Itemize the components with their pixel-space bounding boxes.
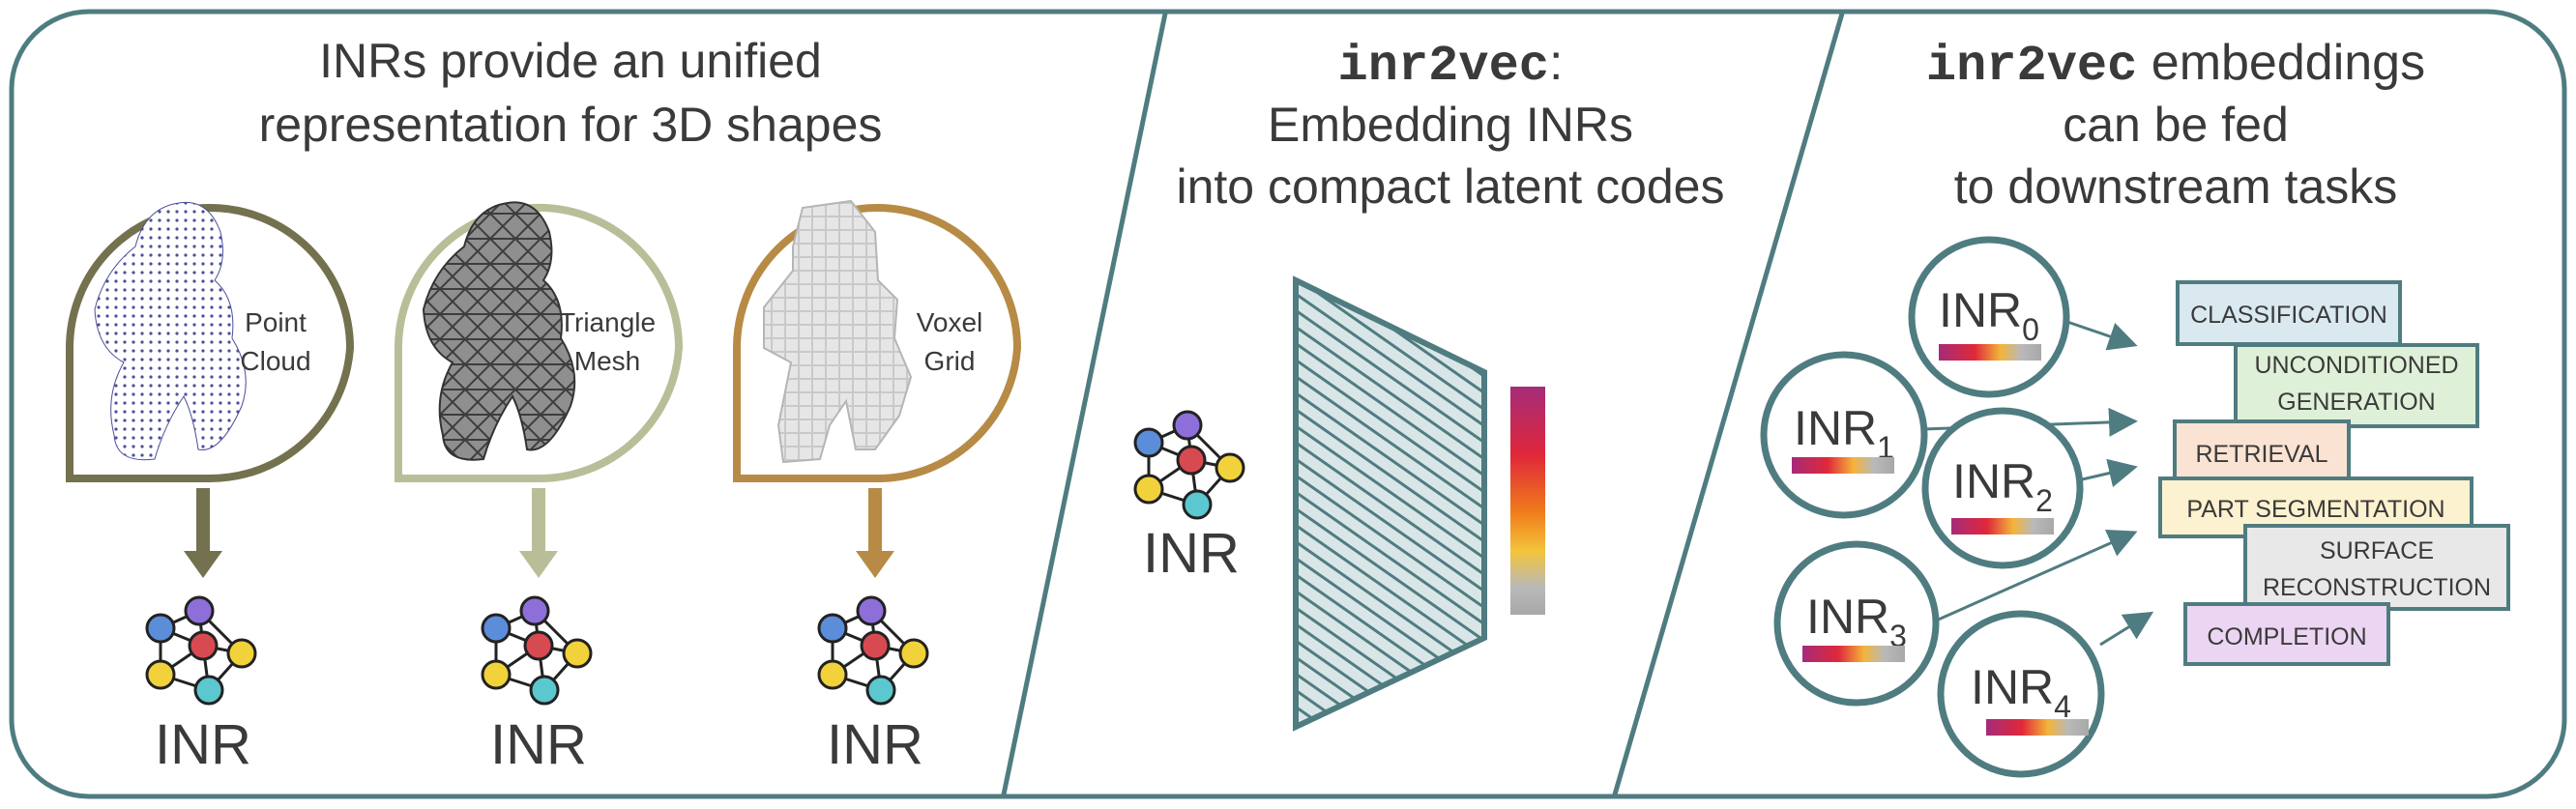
inr-3-code-bar: [1802, 646, 1905, 662]
task-classification: CLASSIFICATION: [2176, 280, 2402, 346]
inr-embedding-0: INR0: [1908, 236, 2070, 398]
inr-network-icon: [1133, 410, 1245, 520]
inr-3-label: INR3: [1806, 590, 1907, 653]
inr-label-voxel-grid: INR: [827, 713, 923, 776]
panel2-title-line1: inr2vec:: [1338, 35, 1564, 95]
panel3-title-rest: embeddings: [2137, 35, 2425, 91]
task-unconditioned-label-line2: GENERATION: [2277, 389, 2435, 416]
task-surface-label-line2: RECONSTRUCTION: [2263, 574, 2491, 601]
panel2-inr-label: INR: [1143, 522, 1240, 585]
voxel-grid-shape-icon: [763, 199, 913, 464]
point-cloud-label-line2: Cloud: [240, 346, 310, 376]
inr-1-label: INR1: [1794, 401, 1894, 465]
inr-network-icon: [817, 595, 929, 706]
panel2-title-line2: Embedding INRs: [1268, 98, 1633, 152]
voxel-grid-label-line1: Voxel: [917, 307, 983, 337]
panel3-title-code: inr2vec: [1926, 38, 2137, 95]
inr-2-label: INR2: [1952, 454, 2053, 518]
inr-label-point-cloud: INR: [155, 713, 251, 776]
point-cloud-card: Point Cloud: [66, 201, 355, 578]
triangle-mesh-label-line1: Triangle: [559, 307, 656, 337]
triangle-mesh-arrowhead: [519, 551, 558, 578]
inr-0-code-bar: [1939, 344, 2041, 361]
point-cloud-arrowhead: [184, 551, 222, 578]
panel2-title-colon: :: [1549, 35, 1563, 91]
inr-0-label: INR0: [1939, 283, 2039, 347]
panel3-title-line2: can be fed: [2063, 98, 2289, 152]
divider-right: [1612, 13, 1845, 795]
panel-downstream-tasks: inr2vec embeddings can be fed to downstr…: [1760, 35, 2510, 778]
task-surface-label-line1: SURFACE: [2320, 537, 2434, 564]
triangle-mesh-label-line2: Mesh: [574, 346, 640, 376]
panel-inr-representations: INRs provide an unified representation f…: [66, 34, 1022, 776]
inr-embedding-2: INR2: [1921, 407, 2084, 569]
triangle-mesh-card: Triangle Mesh: [395, 201, 684, 578]
panel2-title-line3: into compact latent codes: [1177, 159, 1725, 214]
task-completion-label: COMPLETION: [2207, 623, 2366, 650]
voxel-grid-arrowhead: [856, 551, 894, 578]
inr-4-label: INR4: [1971, 660, 2071, 724]
voxel-grid-label-line2: Grid: [924, 346, 976, 376]
panel3-title-line1: inr2vec embeddings: [1926, 35, 2425, 95]
task-completion: COMPLETION: [2183, 602, 2390, 666]
task-classification-label: CLASSIFICATION: [2190, 302, 2387, 329]
voxel-grid-card: Voxel Grid: [733, 199, 1022, 578]
task-arrows: [1896, 320, 2154, 647]
point-cloud-label-line1: Point: [245, 307, 307, 337]
inr-2-code-bar: [1951, 518, 2054, 535]
outer-frame: [9, 9, 2567, 799]
divider-left: [1001, 13, 1168, 795]
task-unconditioned-generation: UNCONDITIONED GENERATION: [2234, 343, 2479, 428]
inr-network-icon: [145, 595, 257, 706]
inr-embedding-3: INR3: [1773, 540, 1940, 707]
task-surface-reconstruction: SURFACE RECONSTRUCTION: [2243, 524, 2510, 611]
inr-embedding-1: INR1: [1760, 351, 1928, 519]
point-cloud-shape-icon: [94, 201, 247, 461]
latent-code-bar: [1510, 387, 1545, 615]
inr-label-triangle-mesh: INR: [490, 713, 587, 776]
panel1-title-line2: representation for 3D shapes: [259, 98, 883, 152]
task-part-segmentation-label: PART SEGMENTATION: [2186, 496, 2444, 523]
panel-inr2vec-encoder: inr2vec: Embedding INRs into compact lat…: [1133, 35, 1725, 732]
task-retrieval-label: RETRIEVAL: [2195, 441, 2327, 468]
panel3-title-line3: to downstream tasks: [1954, 159, 2398, 214]
inr-embedding-4: INR4: [1937, 610, 2105, 778]
task-retrieval: RETRIEVAL: [2173, 419, 2351, 483]
inr-1-code-bar: [1792, 457, 1894, 474]
task-unconditioned-label-line1: UNCONDITIONED: [2254, 352, 2458, 379]
panel2-title-code: inr2vec: [1338, 38, 1549, 95]
panel1-title-line1: INRs provide an unified: [319, 34, 822, 88]
encoder-trapezoid: [1293, 275, 1487, 732]
triangle-mesh-shape-icon: [422, 201, 576, 461]
inr-4-code-bar: [1986, 719, 2089, 736]
inr-network-icon: [481, 595, 593, 706]
